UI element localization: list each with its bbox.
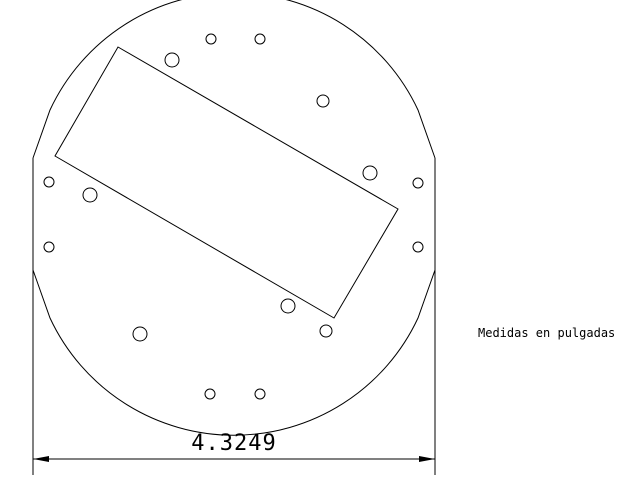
mounting-holes [43, 33, 424, 400]
arrowhead-right [419, 456, 435, 462]
width-dimension: 4.3249 [32, 270, 436, 475]
plate-bottom-arc [32, 269, 436, 436]
hole [82, 187, 98, 203]
hole [205, 33, 217, 45]
hole [43, 176, 55, 188]
hole [132, 326, 148, 342]
hole [412, 241, 424, 253]
hole [280, 298, 296, 314]
hole [362, 165, 378, 181]
hole [316, 94, 330, 108]
hole [43, 241, 55, 253]
hole [254, 388, 266, 400]
hole [319, 324, 333, 338]
units-note: Medidas en pulgadas [478, 326, 616, 340]
hole [164, 52, 180, 68]
plate-top-arc [32, 0, 436, 159]
arrowhead-left [33, 456, 49, 462]
hole [412, 177, 424, 189]
hole [204, 388, 216, 400]
rectangular-cutout [54, 46, 399, 319]
plate-outline [32, 0, 436, 436]
hole [254, 33, 266, 45]
dimension-value: 4.3249 [191, 431, 276, 456]
